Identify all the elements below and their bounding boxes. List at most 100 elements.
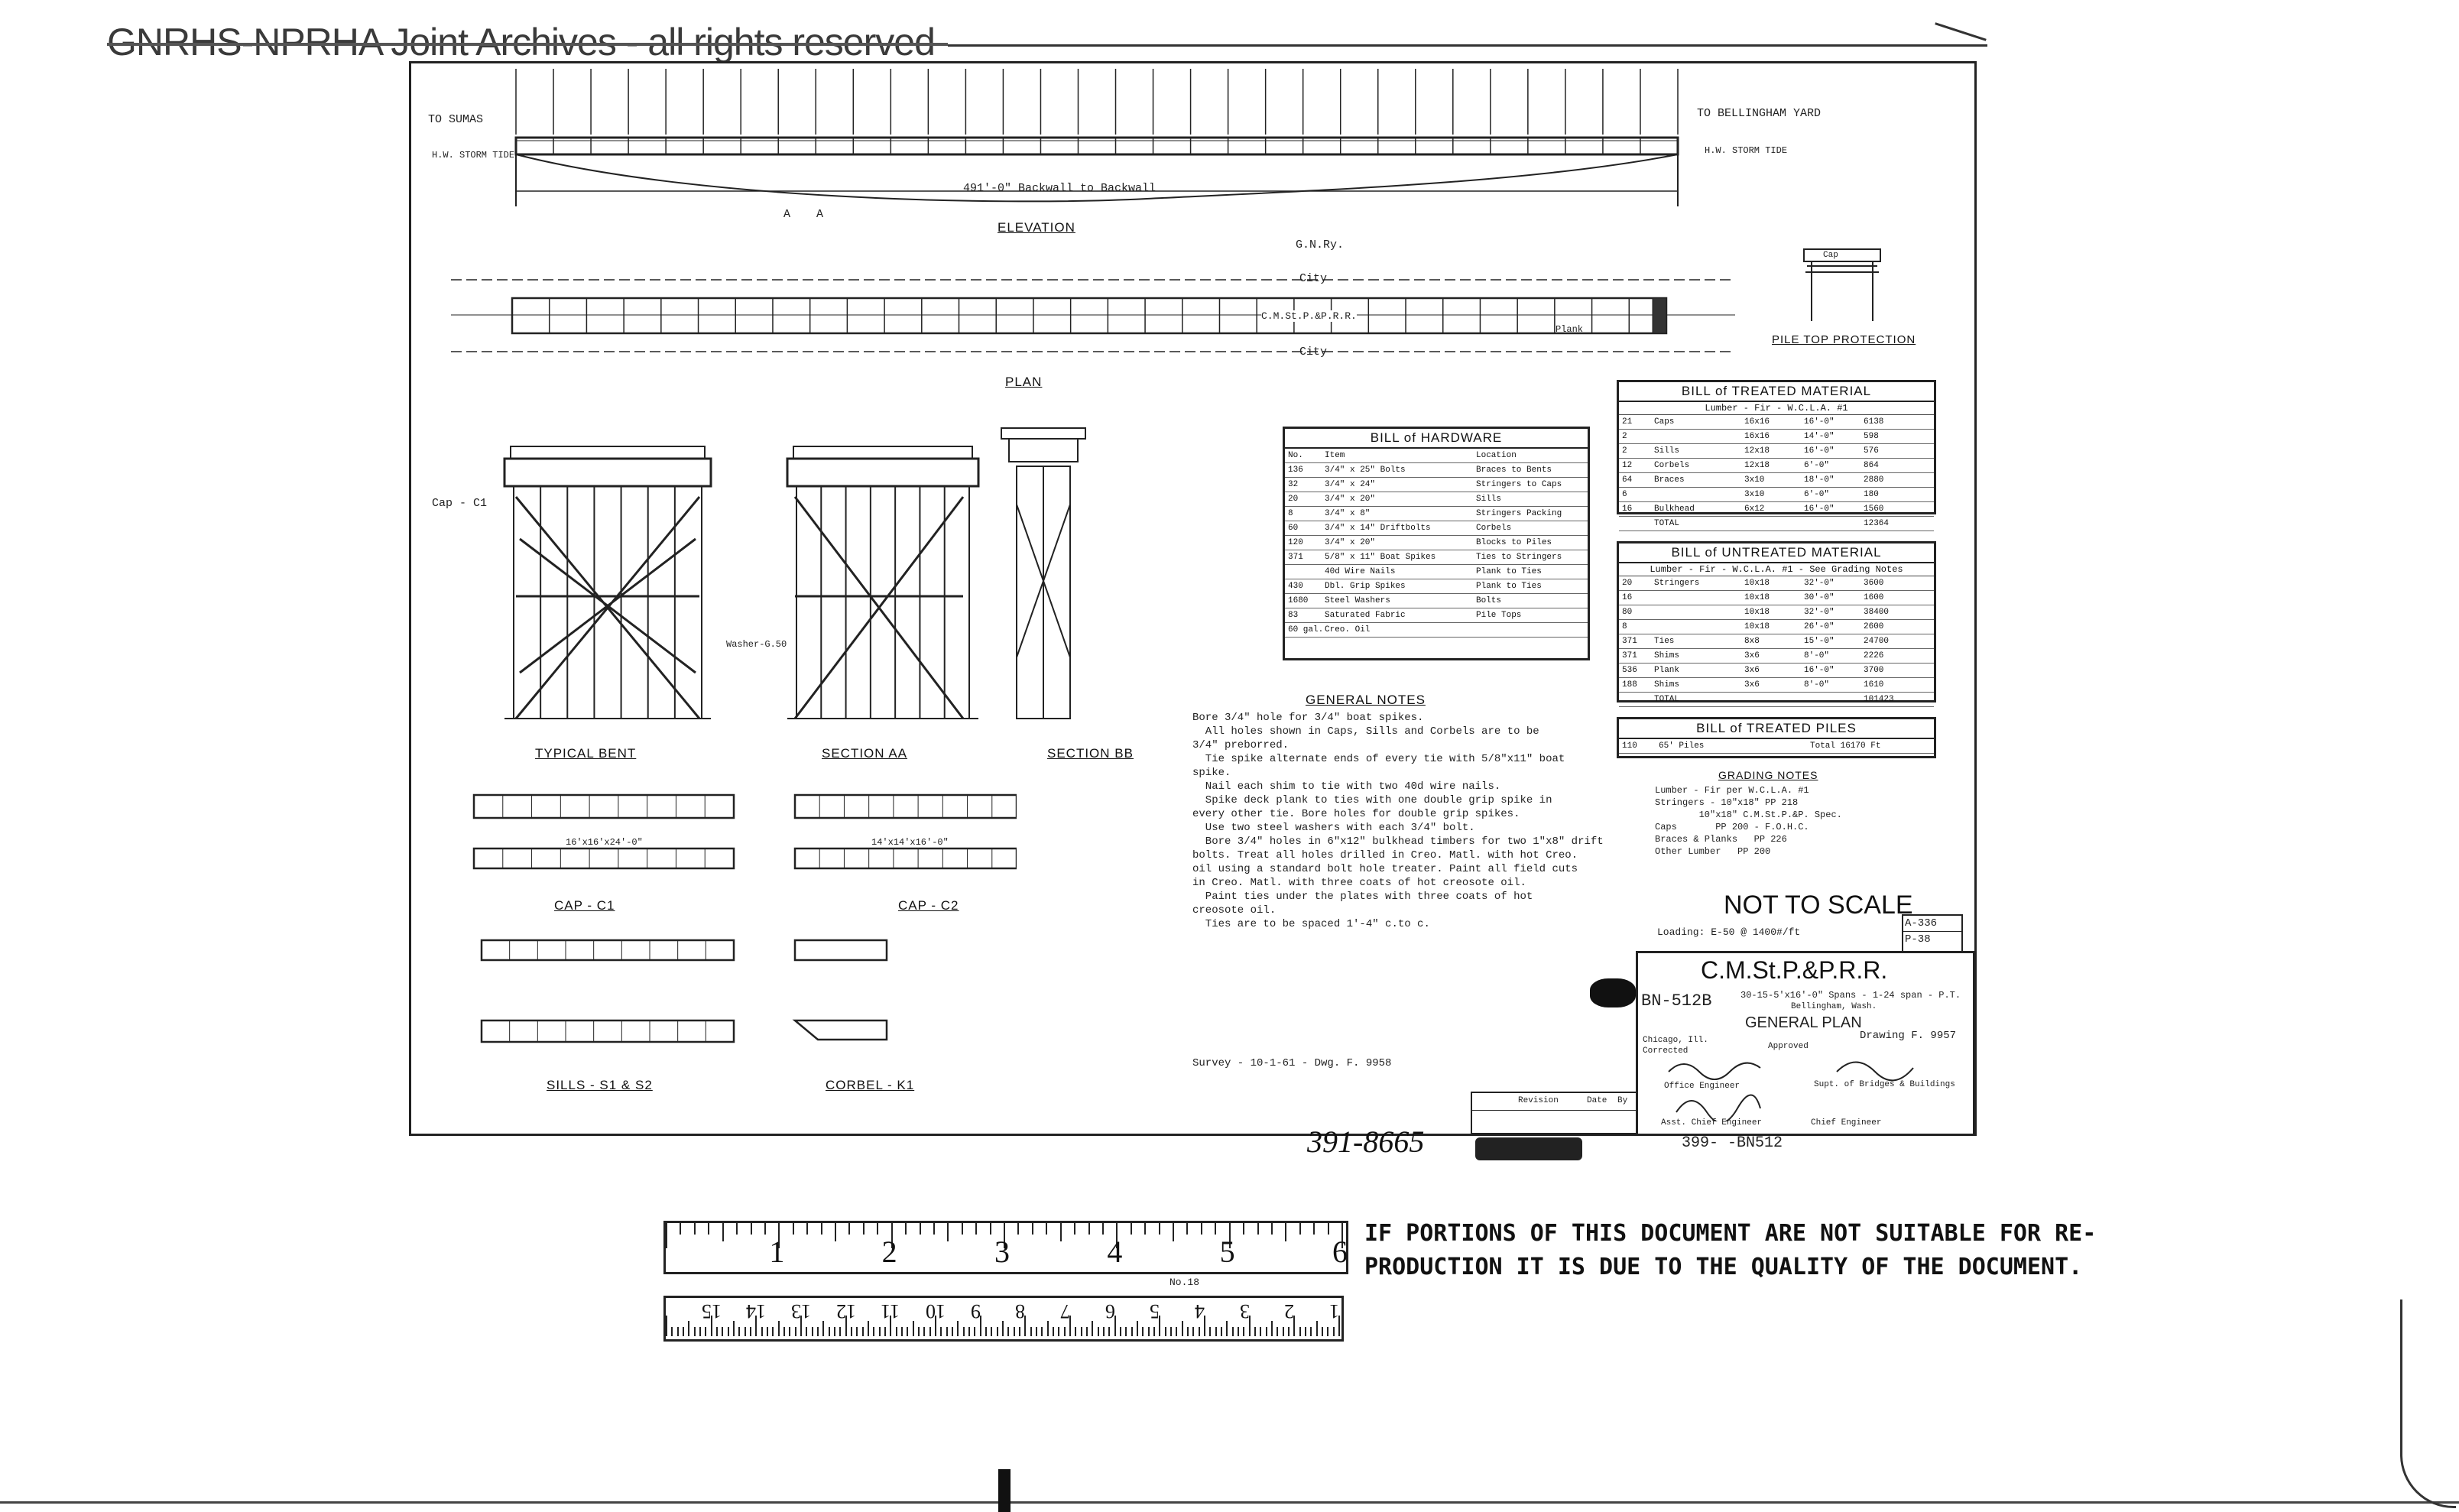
ruler-tick <box>1158 1223 1160 1235</box>
ruler-tick <box>1086 1326 1088 1336</box>
table-cell: 10x18 <box>1744 622 1770 631</box>
table-cell: 371 <box>1288 553 1303 562</box>
plan-bent-lines <box>511 298 1667 333</box>
signatures <box>1668 1061 1914 1121</box>
table-cell: 10x18 <box>1744 593 1770 602</box>
ruler-tick <box>1075 1326 1077 1336</box>
ruler-tick <box>962 1326 965 1336</box>
ruler-tick <box>811 1326 813 1336</box>
ruler-number: 1 <box>769 1235 785 1269</box>
bridge-number: BN-512B <box>1641 991 1712 1011</box>
ruler-tick <box>991 1326 993 1336</box>
table-cell: 26'-0" <box>1804 622 1835 631</box>
ruler-tick <box>1137 1321 1138 1336</box>
table-cell: 20 <box>1288 495 1299 504</box>
ruler-tick <box>1097 1326 1099 1336</box>
ruler-tick <box>878 1326 881 1336</box>
ruler-number: 4 <box>1195 1300 1205 1322</box>
loading-note: Loading: E-50 @ 1400#/ft <box>1657 926 1801 938</box>
bent-details-drawing <box>503 427 1086 719</box>
ruler-tick <box>1282 1326 1284 1336</box>
typical-bent-piles <box>513 486 702 719</box>
ruler-tick <box>1248 1315 1251 1336</box>
table-cell: 8 <box>1622 622 1627 631</box>
ruler-number: 4 <box>1107 1235 1123 1269</box>
table-cell: Corbels <box>1476 524 1512 533</box>
ruler-tick <box>1114 1315 1116 1336</box>
table-cell: Braces <box>1654 475 1685 485</box>
table-cell: 8x8 <box>1744 637 1760 646</box>
ruler-tick <box>680 1223 682 1235</box>
bottom-mark <box>998 1469 1011 1512</box>
ruler-tick <box>848 1223 851 1235</box>
header-cell: Item <box>1325 451 1345 460</box>
ruler-tick <box>1186 1223 1189 1235</box>
ruler-tick <box>1058 1326 1060 1336</box>
ruler-tick <box>1004 1223 1005 1248</box>
ruler-tick <box>1228 1223 1231 1248</box>
ruler-number: 2 <box>881 1235 897 1269</box>
table-cell: Caps <box>1654 417 1675 427</box>
approved-label: Approved <box>1768 1042 1809 1051</box>
ruler-tick <box>1338 1315 1340 1336</box>
table-cell: 16 <box>1622 593 1633 602</box>
table-cell: 12x18 <box>1744 461 1770 470</box>
table-cell: Sills <box>1476 495 1502 504</box>
table-cell: 16'-0" <box>1804 446 1835 456</box>
general-notes-text: Bore 3/4" hole for 3/4" boat spikes. All… <box>1192 712 1604 930</box>
ruler-number: 9 <box>970 1300 981 1322</box>
table-cell: Bulkhead <box>1654 505 1695 514</box>
ruler-number: 3 <box>1239 1300 1250 1322</box>
ruler-tick <box>1209 1326 1212 1336</box>
ruler-tick <box>1315 1321 1318 1336</box>
ruler-tick <box>727 1326 729 1336</box>
table-cell: 18'-0" <box>1804 475 1835 485</box>
ruler-tick <box>1030 1326 1032 1336</box>
ruler-tick <box>755 1315 757 1336</box>
cap-c2-dimension: 14'x14'x16'-0" <box>871 837 949 848</box>
ruler-tick <box>1059 1223 1062 1241</box>
cap-c2-title: CAP - C2 <box>898 898 959 913</box>
table-cell: 14'-0" <box>1804 432 1835 441</box>
table-cell: Plank <box>1654 666 1680 675</box>
ruler-number: 5 <box>1219 1235 1235 1269</box>
table-cell: TOTAL <box>1654 519 1680 528</box>
ruler-tick <box>919 1223 921 1235</box>
pile-top-cap-label: Cap <box>1823 251 1838 260</box>
ruler-tick <box>1299 1326 1301 1336</box>
ruler-tick <box>708 1223 710 1235</box>
by-label: By <box>1617 1096 1628 1105</box>
ruler-number: 15 <box>701 1300 722 1322</box>
section-bb-title: SECTION BB <box>1047 746 1134 761</box>
ruler-tick <box>666 1223 667 1248</box>
table-cell: 32'-0" <box>1804 579 1835 588</box>
table-cell: 536 <box>1622 666 1637 675</box>
elevation-left-direction: TO SUMAS <box>428 113 484 126</box>
sheet-p-ref: P-38 <box>1905 933 1931 946</box>
table-cell: 6138 <box>1864 417 1884 427</box>
section-aa-piles <box>796 486 970 719</box>
ruler-tick <box>1147 1326 1150 1336</box>
table-cell: 3x6 <box>1744 651 1760 660</box>
reproduction-quality-stamp: IF PORTIONS OF THIS DOCUMENT ARE NOT SUI… <box>1364 1220 2097 1280</box>
ruler-tick <box>835 1223 836 1241</box>
ruler-tick <box>722 1223 724 1241</box>
table-cell: Steel Washers <box>1325 596 1390 605</box>
ruler-tick <box>744 1326 746 1336</box>
ruler-tick <box>1013 1326 1015 1336</box>
table-header-row: No. Item Location <box>1285 449 1588 463</box>
table-cell: 80 <box>1622 608 1633 617</box>
ruler-tick <box>1277 1326 1279 1336</box>
ruler-tick <box>957 1321 959 1336</box>
table-cell: 3x6 <box>1744 666 1760 675</box>
ruler-tick <box>1231 1326 1234 1336</box>
ruler-tick <box>1063 1326 1066 1336</box>
plan-title: PLAN <box>1005 375 1043 389</box>
